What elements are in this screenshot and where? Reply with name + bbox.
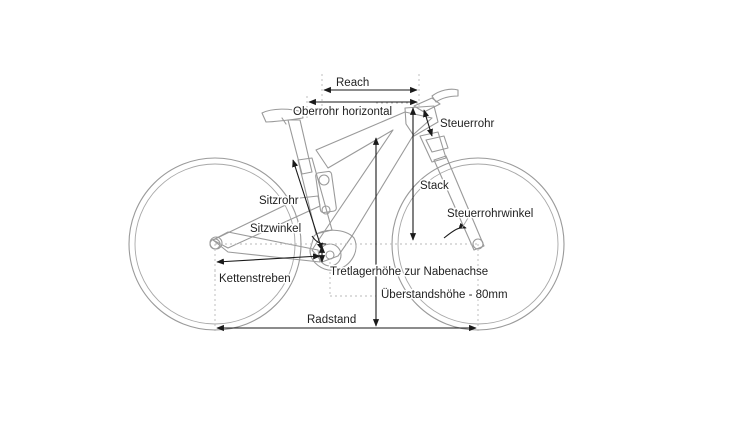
steuerrohr-dimension xyxy=(423,109,433,137)
label-sitzwinkel: Sitzwinkel xyxy=(250,223,301,235)
label-reach: Reach xyxy=(336,77,369,89)
handlebar xyxy=(413,88,459,113)
label-sitzrohr: Sitzrohr xyxy=(259,195,299,207)
label-steuerrohrwinkel: Steuerrohrwinkel xyxy=(447,208,533,220)
label-stack: Stack xyxy=(420,180,449,192)
label-ueberstandshoehe: Überstandshöhe - 80mm xyxy=(381,289,508,301)
label-steuerrohr: Steuerrohr xyxy=(440,118,495,130)
dimension-lines xyxy=(216,86,477,332)
label-tretlagerhoehe: Tretlagerhöhe zur Nabenachse xyxy=(330,266,488,278)
steuerrohrwinkel-pointer xyxy=(461,217,469,229)
kettenstreben-dimension xyxy=(216,253,321,265)
label-oberrohr-horizontal: Oberrohr horizontal xyxy=(293,106,392,118)
label-radstand: Radstand xyxy=(307,314,356,326)
label-kettenstreben: Kettenstreben xyxy=(219,273,291,285)
labels: Reach Oberrohr horizontal Steuerrohr Sta… xyxy=(218,76,535,328)
sitzrohr-dimension xyxy=(292,159,323,251)
steuerrohrwinkel-arc xyxy=(443,222,467,239)
sitzwinkel-arc xyxy=(311,235,327,245)
